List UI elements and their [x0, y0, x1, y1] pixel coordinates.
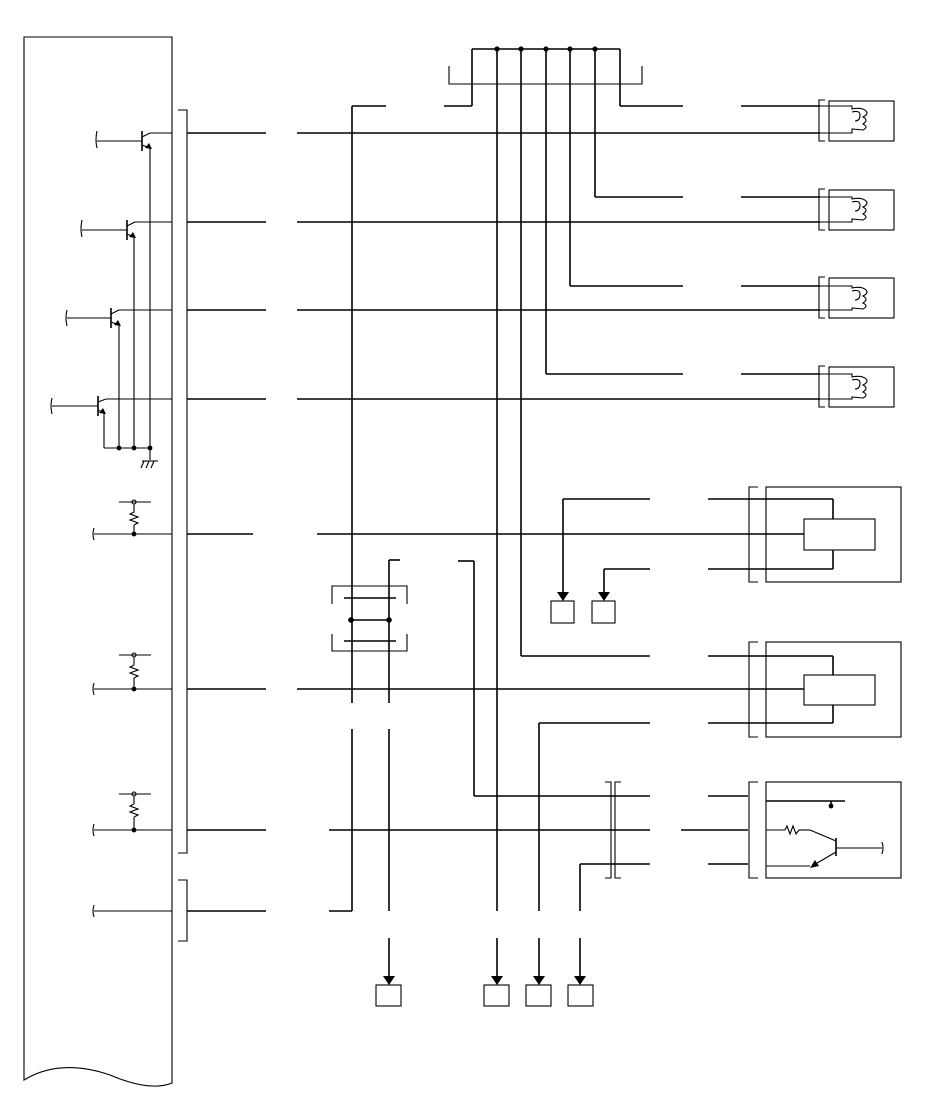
emitter-ground — [104, 445, 158, 469]
transistor-driver-1 — [95, 130, 172, 448]
ecu-module — [23, 36, 173, 1087]
ecu-connector-aux — [178, 879, 188, 942]
sensor-module-3 — [708, 781, 902, 879]
bottom-ground-terminals — [375, 938, 594, 1007]
pullup-input-1 — [92, 499, 172, 541]
transistor-driver-4 — [50, 396, 172, 448]
ecu-connector-main — [178, 109, 188, 854]
pullup-input-2 — [92, 652, 172, 696]
signal-wires — [187, 132, 820, 912]
transistor-driver-2 — [80, 219, 172, 448]
injector-coil-2 — [818, 188, 895, 231]
sensor-connector — [605, 781, 621, 879]
injector-coil-3 — [818, 276, 895, 319]
sensor-module-1 — [708, 486, 902, 583]
junction-splice — [331, 585, 408, 652]
injector-coil-1 — [818, 99, 895, 142]
sensor-ground-terminals — [550, 498, 650, 624]
pullup-input-3 — [92, 791, 172, 837]
transistor-driver-3 — [65, 308, 172, 448]
bus-wires — [351, 105, 650, 911]
ecu-input-4 — [92, 904, 172, 918]
sensor-module-2 — [708, 641, 902, 738]
injector-coil-4 — [818, 365, 895, 408]
power-branches — [496, 49, 820, 911]
power-feed-connector — [444, 46, 683, 107]
